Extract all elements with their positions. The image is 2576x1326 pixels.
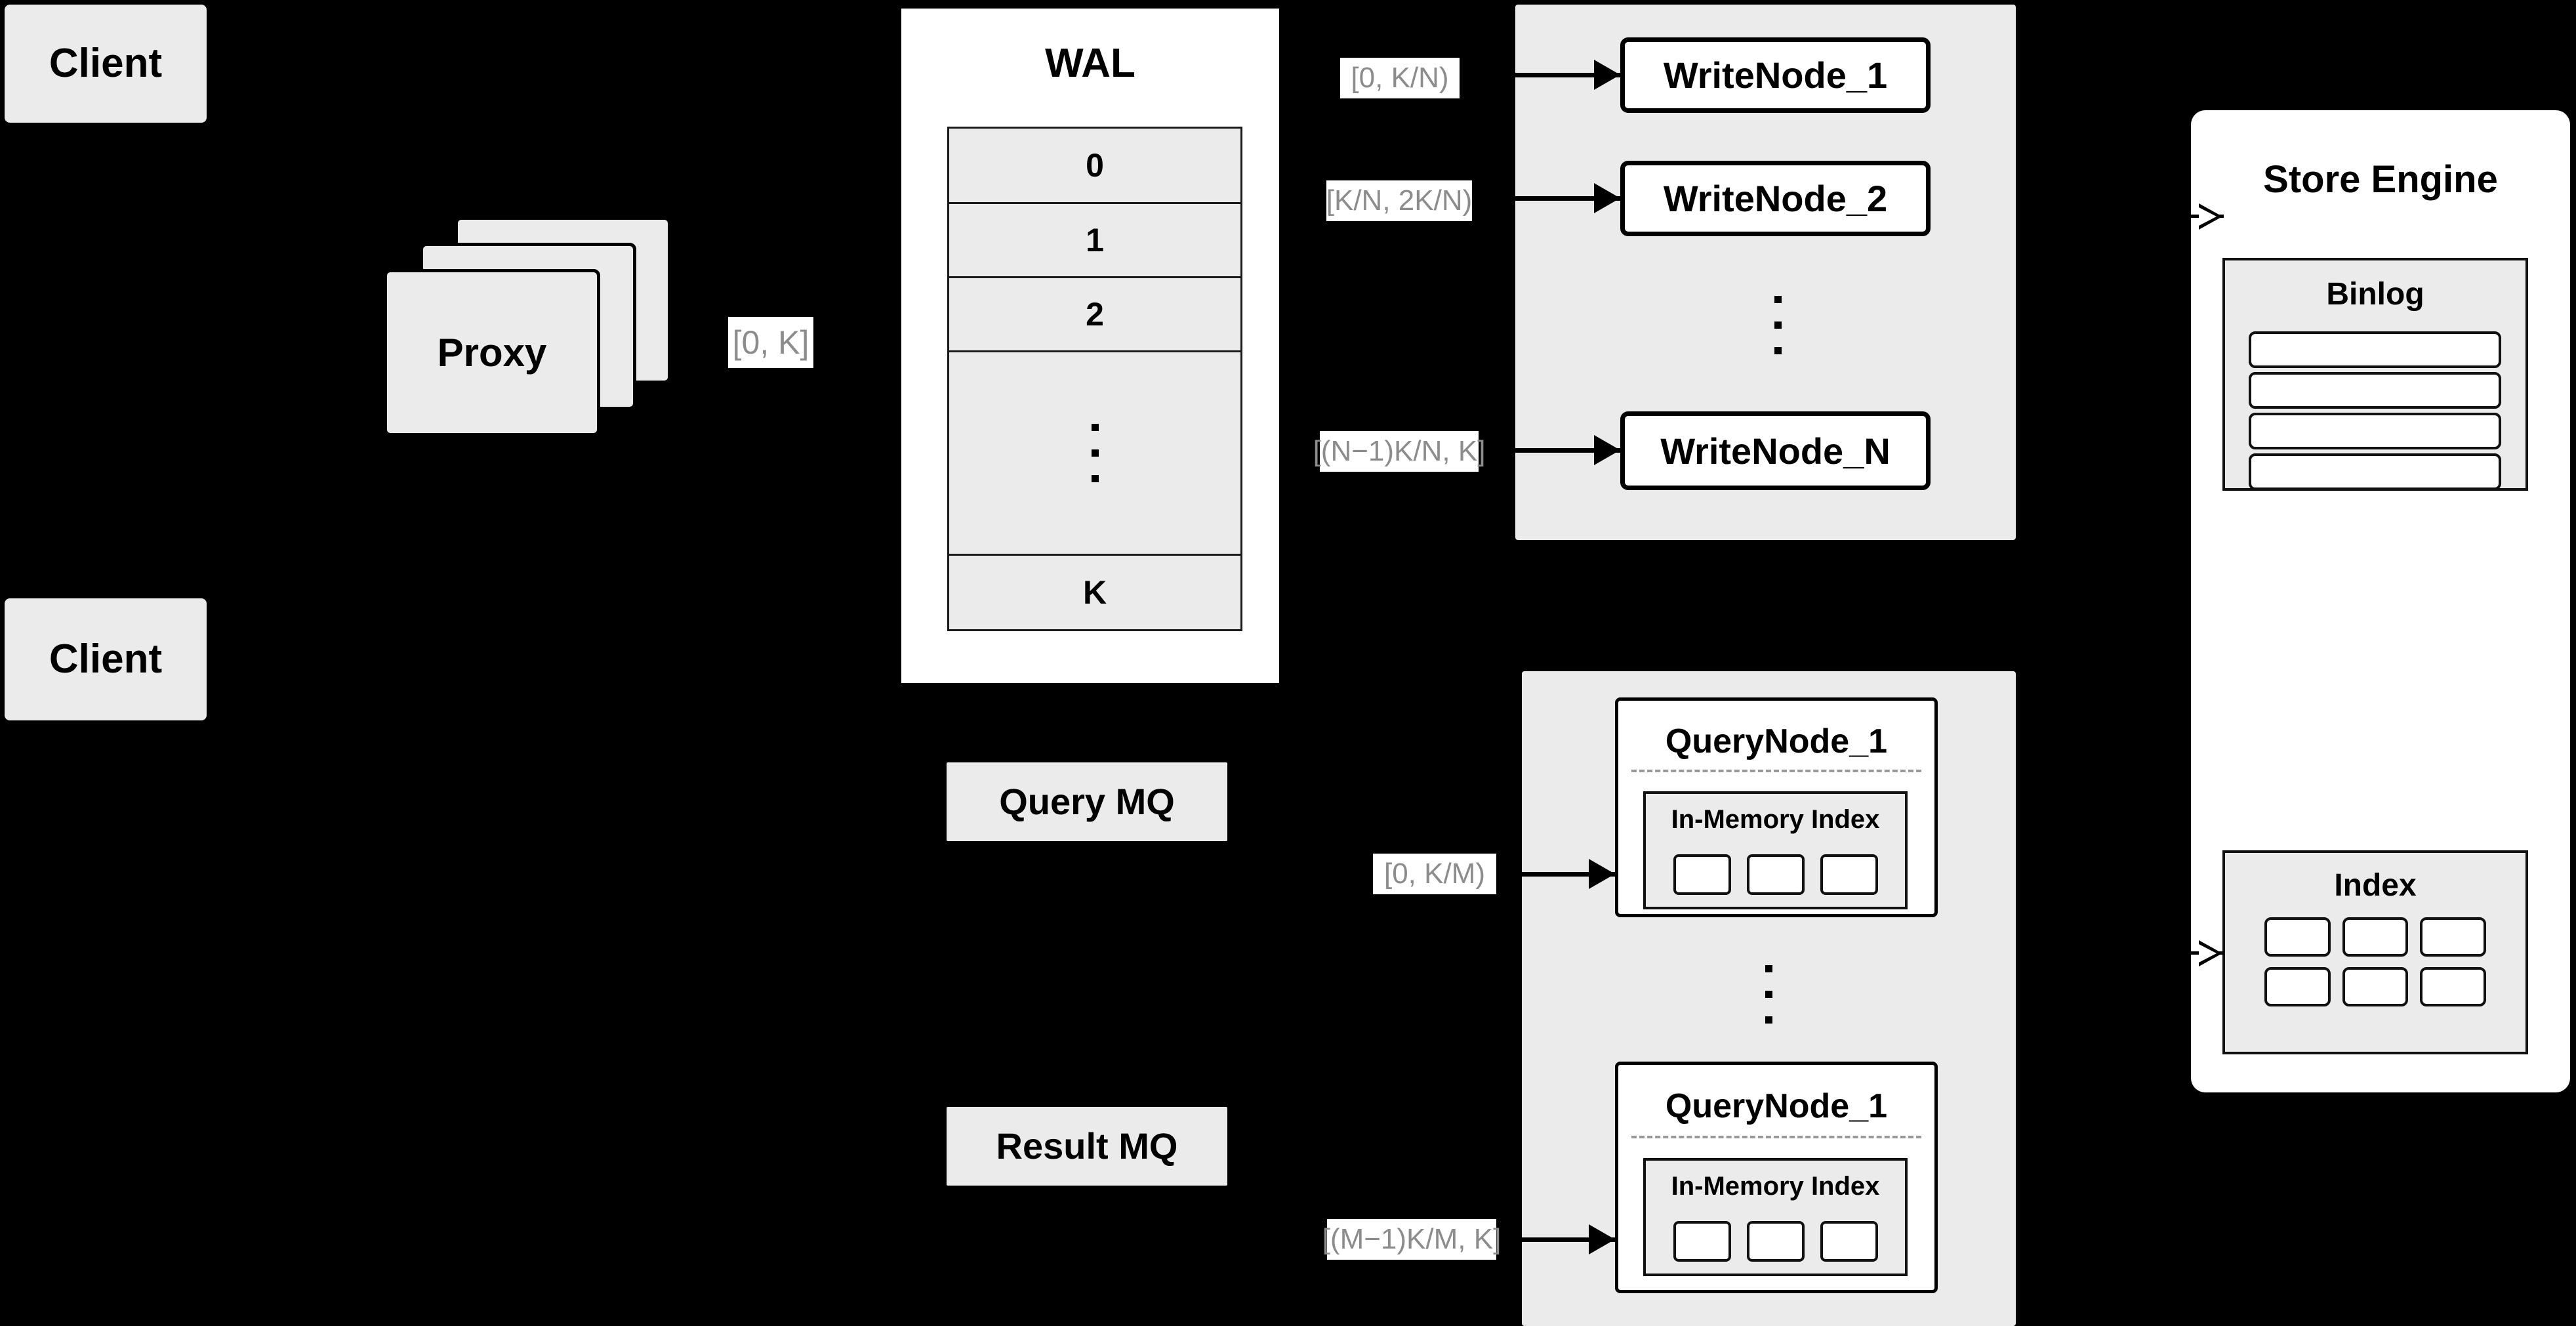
- binlog-row[interactable]: [2249, 331, 2501, 368]
- proxy-label: Proxy: [437, 331, 547, 375]
- index-cell[interactable]: [1746, 854, 1805, 895]
- result-mq-label: Result MQ: [996, 1125, 1178, 1167]
- proxy-range-text: [0, K]: [732, 324, 809, 361]
- wal-entry-0-label: 0: [1086, 147, 1104, 184]
- vertical-dots-icon: [1091, 449, 1099, 457]
- write-node-n[interactable]: WriteNode_N: [1620, 411, 1931, 490]
- in-memory-index-box-2: In-Memory Index: [1643, 1158, 1908, 1276]
- arrow-head-icon: [1594, 183, 1620, 213]
- wal-entry-ellipsis: [947, 350, 1242, 554]
- client-node-2-label: Client: [49, 636, 163, 682]
- query-group-ellipsis: [1729, 945, 1808, 1043]
- index-cell[interactable]: [2264, 967, 2331, 1006]
- client-node-2[interactable]: Client: [5, 598, 207, 720]
- arrow-head-icon: [1594, 435, 1620, 465]
- wal-entry-k[interactable]: K: [947, 554, 1242, 631]
- in-memory-index-box-1: In-Memory Index: [1643, 791, 1908, 909]
- vertical-dots-icon: [1091, 424, 1099, 431]
- result-mq-node[interactable]: Result MQ: [947, 1107, 1227, 1186]
- binlog-panel: Binlog: [2222, 258, 2528, 491]
- wal-entry-1-label: 1: [1086, 222, 1104, 259]
- vertical-dots-icon: [1774, 295, 1782, 303]
- index-cell[interactable]: [1820, 1221, 1878, 1262]
- wal-title: WAL: [1045, 41, 1135, 86]
- proxy-range-label: [0, K]: [728, 317, 813, 368]
- query-node-1[interactable]: QueryNode_1 In-Memory Index: [1615, 697, 1938, 917]
- write-node-2[interactable]: WriteNode_2: [1620, 161, 1931, 236]
- binlog-row[interactable]: [2249, 413, 2501, 449]
- arrow-to-query-node-2: [1522, 1237, 1615, 1242]
- arrow-head-icon: [1594, 60, 1620, 90]
- index-cell[interactable]: [1820, 854, 1878, 895]
- vertical-dots-icon: [1765, 990, 1772, 998]
- index-cell[interactable]: [1673, 854, 1731, 895]
- query-node-1-label: QueryNode_1: [1665, 722, 1888, 760]
- binlog-row[interactable]: [2249, 372, 2501, 409]
- arrow-to-query-node-1: [1522, 872, 1615, 877]
- arrow-head-icon: [1589, 1224, 1615, 1254]
- write-node-1-range-text: [0, K/N): [1351, 62, 1449, 94]
- index-cell[interactable]: [2420, 917, 2486, 957]
- wal-entry-2-label: 2: [1086, 296, 1104, 333]
- write-node-1-label: WriteNode_1: [1663, 54, 1888, 96]
- query-node-2-range-label: [(M−1)K/M, K]: [1322, 1219, 1501, 1260]
- wal-entry-2[interactable]: 2: [947, 276, 1242, 350]
- vertical-dots-icon: [1091, 475, 1099, 482]
- arrow-to-write-node-1: [1509, 73, 1620, 77]
- query-node-2-separator: [1631, 1136, 1921, 1138]
- store-engine-title: Store Engine: [2263, 158, 2498, 201]
- write-group-ellipsis: [1738, 276, 1817, 374]
- query-node-2-label: QueryNode_1: [1665, 1087, 1888, 1125]
- wal-entry-k-label: K: [1082, 574, 1107, 611]
- vertical-dots-icon: [1765, 964, 1772, 972]
- vertical-dots-icon: [1774, 346, 1782, 354]
- in-memory-index-title-2: In-Memory Index: [1671, 1172, 1880, 1201]
- query-node-2[interactable]: QueryNode_1 In-Memory Index: [1615, 1062, 1938, 1293]
- query-mq-label: Query MQ: [999, 781, 1175, 823]
- index-cell-grid: [2264, 917, 2486, 1006]
- client-node-1[interactable]: Client: [5, 5, 207, 123]
- arrow-head-open-icon: [2199, 203, 2222, 230]
- store-engine-panel: Store Engine Binlog Index: [2191, 110, 2570, 1092]
- wal-entry-1[interactable]: 1: [947, 202, 1242, 276]
- index-cell[interactable]: [2342, 917, 2409, 957]
- write-node-1-range-label: [0, K/N): [1340, 58, 1460, 98]
- write-node-2-range-label: [K/N, 2K/N): [1326, 180, 1472, 221]
- write-node-n-label: WriteNode_N: [1660, 430, 1891, 472]
- index-title: Index: [2334, 868, 2417, 903]
- index-cell[interactable]: [2342, 967, 2409, 1006]
- write-node-n-range-label: [(N−1)K/N, K]: [1313, 431, 1485, 472]
- wal-entry-list: 0 1 2 K: [947, 127, 1242, 631]
- in-memory-index-title-1: In-Memory Index: [1671, 805, 1880, 834]
- query-node-2-range-text: [(M−1)K/M, K]: [1322, 1223, 1502, 1255]
- vertical-dots-icon: [1774, 321, 1782, 329]
- arrow-to-write-node-2: [1509, 196, 1620, 201]
- wal-panel: WAL 0 1 2 K: [897, 5, 1283, 687]
- in-memory-index-cells-1: [1646, 854, 1905, 895]
- write-node-n-range-text: [(N−1)K/N, K]: [1313, 435, 1486, 467]
- index-cell[interactable]: [2264, 917, 2331, 957]
- index-panel: Index: [2222, 850, 2528, 1054]
- binlog-title: Binlog: [2326, 277, 2424, 312]
- wal-entry-0[interactable]: 0: [947, 127, 1242, 202]
- index-cell[interactable]: [2420, 967, 2486, 1006]
- query-node-1-range-label: [0, K/M): [1373, 854, 1496, 894]
- arrow-head-icon: [1589, 859, 1615, 889]
- binlog-row[interactable]: [2249, 453, 2501, 490]
- query-mq-node[interactable]: Query MQ: [947, 762, 1227, 841]
- index-cell[interactable]: [1673, 1221, 1731, 1262]
- vertical-dots-icon: [1765, 1016, 1772, 1024]
- arrow-head-open-icon: [2199, 940, 2222, 966]
- client-node-1-label: Client: [49, 40, 163, 86]
- arrow-to-write-node-n: [1509, 448, 1620, 453]
- in-memory-index-cells-2: [1646, 1221, 1905, 1262]
- write-node-2-range-text: [K/N, 2K/N): [1326, 184, 1473, 217]
- write-node-2-label: WriteNode_2: [1663, 178, 1888, 219]
- write-node-1[interactable]: WriteNode_1: [1620, 37, 1931, 113]
- binlog-row-list: [2249, 331, 2501, 490]
- query-node-1-separator: [1631, 770, 1921, 772]
- query-node-1-range-text: [0, K/M): [1383, 858, 1486, 890]
- index-cell[interactable]: [1746, 1221, 1805, 1262]
- proxy-node[interactable]: Proxy: [384, 269, 600, 436]
